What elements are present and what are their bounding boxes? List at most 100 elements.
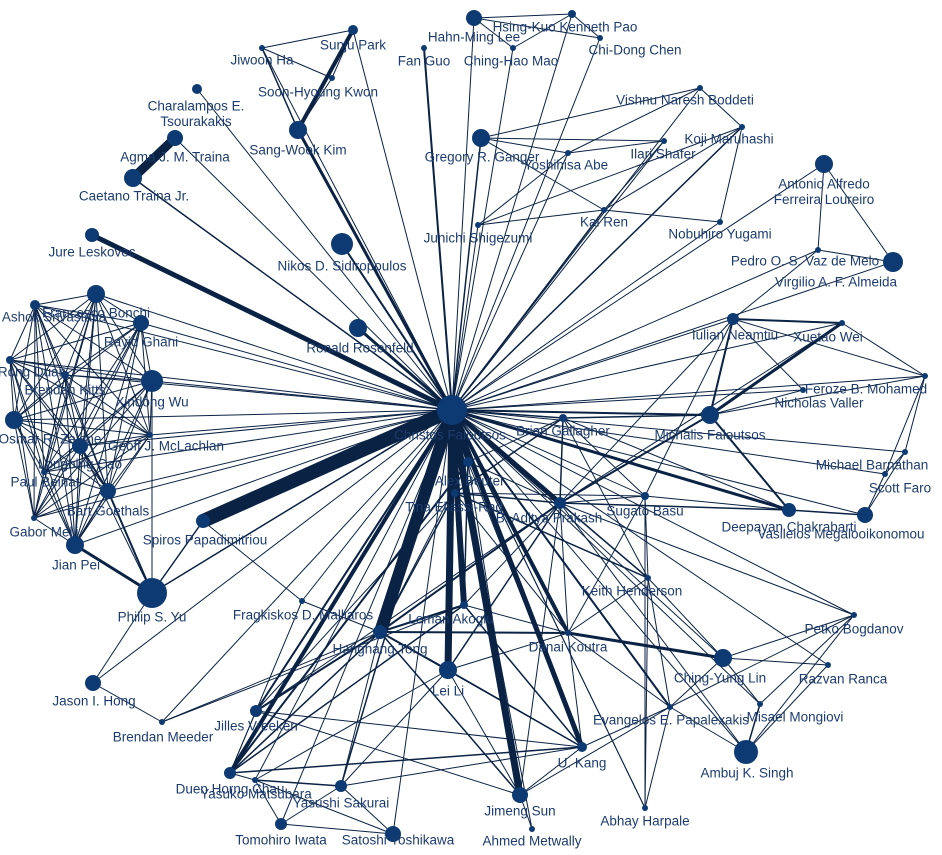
node-antonio-loureiro[interactable]	[815, 155, 833, 173]
node-ashok-srivastava[interactable]	[30, 300, 40, 310]
edge-christos-faloutsos--jian-pei	[74, 409, 453, 546]
node-ching-yung-lin[interactable]	[714, 649, 732, 667]
node-caetano-traina[interactable]	[124, 169, 142, 187]
node-xindong-wu[interactable]	[141, 370, 163, 392]
node-yoshihisa-abe[interactable]	[565, 150, 571, 156]
node-michalis-faloutsos[interactable]	[701, 406, 719, 424]
edge-kai-ren--junichi-shigezumi	[477, 209, 605, 226]
node-label-michalis-faloutsos: Michalis Faloutsos	[654, 428, 765, 443]
edge-christos-faloutsos--sunju-park	[352, 29, 453, 411]
node-nikos-sidiropoulos[interactable]	[331, 233, 353, 255]
node-hahn-ming-lee[interactable]	[466, 10, 482, 26]
node-ambuj-singh[interactable]	[734, 740, 758, 764]
edge-christos-faloutsos--satoshi-yoshikawa	[392, 409, 453, 835]
node-ilari-shafer[interactable]	[661, 138, 667, 144]
node-vasileios-megalooikonomou[interactable]	[857, 507, 873, 523]
edge-fragkiskos-malliaros--spiros-papadimitriou	[202, 520, 303, 602]
node-yasushi-sakurai[interactable]	[335, 780, 347, 792]
node-jian-pei[interactable]	[66, 536, 84, 554]
node-danai-koutra[interactable]	[565, 630, 571, 636]
node-hanghang-tong[interactable]	[373, 625, 387, 639]
node-tomohiro-iwata[interactable]	[275, 818, 287, 830]
node-chi-dong-chen[interactable]	[597, 35, 603, 41]
node-ahmed-metwally[interactable]	[529, 826, 535, 832]
node-paul-beinat[interactable]	[41, 469, 47, 475]
node-christos-faloutsos[interactable]	[437, 395, 467, 425]
node-leman-akoglu[interactable]	[460, 601, 468, 609]
node-label-francesco-bonchi: Francesco Bonchi	[42, 306, 150, 321]
node-virgilio-almeida[interactable]	[883, 252, 903, 272]
node-koji-maruhashi[interactable]	[739, 124, 745, 130]
node-rayid-ghani[interactable]	[133, 315, 149, 331]
node-bart-goethals[interactable]	[100, 483, 116, 499]
node-sang-wook-kim[interactable]	[289, 121, 307, 139]
edge-geoff-mclachlan--gabor-melli	[33, 434, 151, 519]
edge-duen-horng-chau--fragkiskos-malliaros	[229, 600, 303, 774]
node-jimeng-sun[interactable]	[512, 787, 528, 803]
node-iulian-neamtiu[interactable]	[727, 313, 739, 325]
node-nicholas-valler[interactable]	[800, 387, 806, 393]
node-duen-horng-chau[interactable]	[224, 767, 236, 779]
node-brendan-meeder[interactable]	[159, 719, 165, 725]
node-francesco-bonchi[interactable]	[87, 285, 105, 303]
edge-jiwoon-ha--sunju-park	[261, 29, 354, 49]
node-philip-yu[interactable]	[137, 578, 167, 608]
node-xuetao-wei[interactable]	[839, 320, 845, 326]
node-lei-li[interactable]	[439, 661, 457, 679]
node-scott-faro[interactable]	[882, 471, 888, 477]
node-michael-barnathan[interactable]	[902, 449, 908, 455]
node-feroze-mohamed[interactable]	[922, 373, 928, 379]
node-razvan-ranca[interactable]	[825, 662, 831, 668]
node-tina-eliassi-rad[interactable]	[451, 489, 459, 497]
node-fan-guo[interactable]	[421, 45, 427, 51]
node-label-satoshi-yoshikawa: Satoshi Yoshikawa	[342, 833, 455, 848]
node-kai-ren[interactable]	[601, 207, 607, 213]
edge-osmar-zaiane--bart-goethals	[13, 419, 109, 492]
node-pedro-vaz-de-melo[interactable]	[815, 247, 821, 253]
node-sugato-basu[interactable]	[641, 492, 649, 500]
node-u-kang[interactable]	[577, 742, 587, 752]
node-rong-duan[interactable]	[6, 356, 14, 364]
node-soon-hyoung-kwon[interactable]	[329, 75, 335, 81]
node-alex-beutel[interactable]	[463, 457, 473, 467]
node-jure-leskovec[interactable]	[85, 228, 99, 242]
node-hsing-kuo-kenneth-pao[interactable]	[568, 10, 576, 18]
node-label-evangelos-papalexakis: Evangelos E. Papalexakis	[593, 713, 749, 728]
node-gregory-ganger[interactable]	[472, 129, 490, 147]
node-brian-gallagher[interactable]	[559, 414, 567, 422]
node-jiwoon-ha[interactable]	[259, 45, 265, 51]
node-b-aditya-prakash[interactable]	[554, 497, 566, 509]
node-satoshi-yoshikawa[interactable]	[385, 826, 401, 842]
node-petko-bogdanov[interactable]	[851, 612, 857, 618]
node-vishnu-boddeti[interactable]	[697, 85, 703, 91]
node-ronald-rosenfeld[interactable]	[349, 319, 367, 337]
node-ching-hao-mao[interactable]	[510, 45, 516, 51]
node-osmar-zaiane[interactable]	[5, 411, 23, 429]
edge-xindong-wu--bart-goethals	[107, 380, 153, 492]
node-fragkiskos-malliaros[interactable]	[299, 598, 305, 604]
node-evangelos-papalexakis[interactable]	[667, 704, 673, 710]
node-junichi-shigezumi[interactable]	[475, 222, 481, 228]
edge-philip-yu--jian-pei	[74, 543, 153, 595]
node-deepayan-chakrabarti[interactable]	[782, 503, 796, 517]
node-longbing-cao[interactable]	[72, 438, 88, 454]
edge-ching-yung-lin--misael-mongiovi	[722, 657, 761, 705]
node-sunju-park[interactable]	[348, 25, 358, 35]
node-agma-traina[interactable]	[167, 130, 183, 146]
node-abhay-harpale[interactable]	[642, 805, 648, 811]
node-geoff-mclachlan[interactable]	[147, 432, 153, 438]
node-gabor-melli[interactable]	[31, 515, 37, 521]
node-yasuko-matsubara[interactable]	[252, 777, 258, 783]
node-spiros-papadimitriou[interactable]	[196, 514, 210, 528]
node-nobuhiro-yugami[interactable]	[717, 219, 723, 225]
node-keith-henderson[interactable]	[645, 575, 651, 581]
node-jason-hong[interactable]	[85, 675, 101, 691]
edge-christos-faloutsos--ronald-rosenfeld	[357, 326, 453, 412]
edge-christos-faloutsos--osmar-zaiane	[13, 409, 453, 421]
node-label-nobuhiro-yugami: Nobuhiro Yugami	[668, 227, 771, 242]
node-jilles-vreeken[interactable]	[250, 705, 262, 717]
node-label-lei-li: Lei Li	[432, 684, 464, 699]
node-brendan-kitts[interactable]	[61, 371, 69, 379]
node-misael-mongiovi[interactable]	[757, 701, 763, 707]
node-charalampos-tsourakakis[interactable]	[192, 84, 202, 94]
